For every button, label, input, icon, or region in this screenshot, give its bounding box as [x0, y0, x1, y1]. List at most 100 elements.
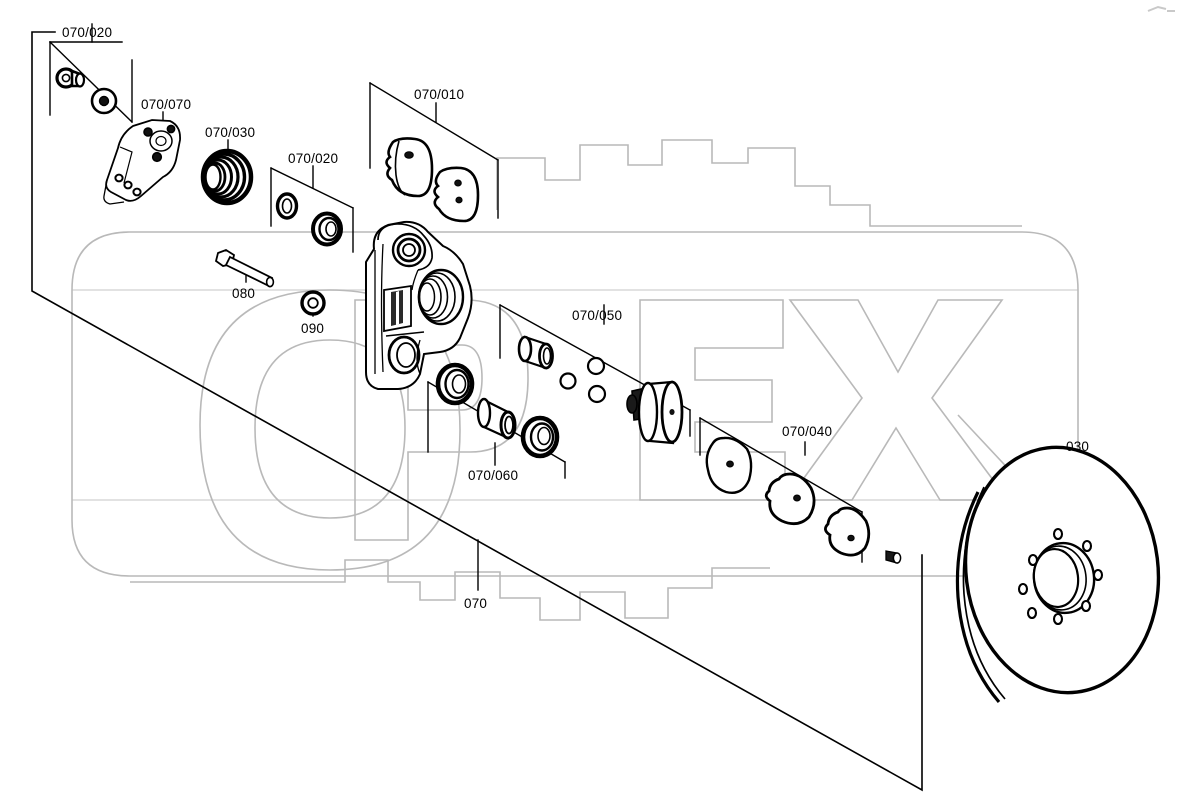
caliper-top-bore-inner — [402, 243, 416, 257]
seal-ring-small-inner — [281, 198, 293, 214]
piston-050-stem-cap — [626, 394, 638, 414]
seal-060-b-inner — [537, 426, 551, 446]
disc-hub-bore — [1032, 547, 1080, 609]
lever-arm-hole-3 — [132, 187, 142, 197]
disc-bolt-hole-5 — [1052, 612, 1064, 626]
oring-inner — [307, 297, 319, 309]
bracket-070-040-diag — [699, 417, 863, 513]
ring-050-a — [586, 356, 606, 376]
part-070-050 — [517, 335, 684, 445]
disc-bolt-hole-7 — [1017, 582, 1029, 596]
part-070-060 — [435, 362, 560, 459]
label-070-030: 070/030 — [205, 125, 256, 140]
corner-mark — [1147, 5, 1175, 12]
lever-bolt-3 — [151, 151, 163, 163]
part-caliper-body — [365, 220, 473, 390]
bolt-tip — [265, 276, 275, 288]
label-090: 090 — [301, 321, 325, 336]
part-070-070-lever — [103, 119, 181, 205]
piston-050-left-face — [637, 381, 659, 443]
disc-bolt-hole-8 — [1027, 553, 1039, 567]
part-080-bolt — [214, 249, 275, 288]
label-070-040: 070/040 — [782, 424, 833, 439]
watermark-frame — [71, 231, 1079, 577]
part-070-040-plates — [705, 436, 902, 564]
ring-050-b — [559, 372, 577, 390]
bracket-070-010-diag — [369, 82, 499, 161]
bracket-070-020-mid-diag — [270, 167, 354, 209]
bracket-070-020-top-diag — [49, 41, 133, 123]
label-070-020-top: 070/020 — [62, 25, 113, 40]
collar-side-end — [74, 72, 86, 88]
caliper-slot-highlight — [396, 291, 399, 325]
watermark-letter-O — [199, 289, 461, 571]
caliper-main-bore-t4 — [418, 282, 436, 312]
sleeve-050-left — [517, 335, 533, 363]
bracket-070 — [31, 31, 923, 792]
pad-b-hole-2 — [455, 196, 463, 204]
sleeve-050-right-bore — [542, 347, 552, 365]
lever-bolt-1 — [143, 127, 153, 137]
plate-040-1-hole — [726, 460, 734, 468]
plate-040-3 — [824, 506, 871, 557]
part-070-030-bellows — [200, 148, 254, 206]
collar-inner — [61, 73, 71, 83]
label-070: 070 — [464, 596, 488, 611]
disc-bolt-hole-4 — [1080, 599, 1092, 613]
part-090-oring — [300, 290, 326, 316]
caliper-rib-left-2 — [380, 243, 384, 373]
lever-bolt-2 — [166, 124, 176, 134]
caliper-bottom-bore-inner — [396, 342, 416, 368]
plate-040-3-hole — [847, 534, 855, 542]
pad-b-outline — [433, 166, 480, 223]
lever-arm — [103, 179, 125, 205]
watermark-letter-P — [354, 299, 529, 541]
disc-bolt-hole-6 — [1026, 606, 1038, 620]
ring-050-c — [587, 384, 607, 404]
label-080: 080 — [232, 286, 256, 301]
caliper-seam-low — [385, 331, 425, 337]
disc-bolt-hole-3 — [1092, 568, 1104, 582]
caliper-seam-mid — [411, 269, 419, 291]
caliper-seam-low2 — [416, 339, 421, 375]
watermark-group — [71, 139, 1079, 621]
pad-b-hole-1 — [454, 179, 462, 187]
label-070-050: 070/050 — [572, 308, 623, 323]
label-070-060: 070/060 — [468, 468, 519, 483]
disc-rim-thickness-2 — [962, 486, 1006, 700]
label-070-070: 070/070 — [141, 97, 192, 112]
label-070-010: 070/010 — [414, 87, 465, 102]
plate-040-2 — [764, 472, 816, 526]
caliper-top-arch — [377, 223, 433, 271]
part-070-010-pads — [385, 137, 480, 223]
washer-inner — [98, 95, 110, 107]
part-070-020-mid — [275, 192, 343, 247]
pad-a-outline — [385, 137, 434, 198]
seal-060-a-inner — [451, 374, 467, 394]
bushing-060-right-bore — [504, 415, 514, 435]
pad-a-inner-edge — [394, 140, 406, 196]
corner-mark-stroke — [1147, 5, 1167, 12]
pad-a-hole — [404, 151, 414, 159]
seal-ring-large-inner — [325, 221, 337, 237]
part-030-brake-disc — [955, 445, 1161, 704]
screw-040-head — [892, 552, 902, 564]
bolt-shank — [224, 255, 274, 288]
watermark-gear-outline-lower — [130, 559, 770, 621]
lever-arm-hole-2 — [123, 180, 133, 190]
plate-040-2-hole — [793, 494, 801, 502]
bellows-mouth — [204, 163, 222, 191]
label-070-020-mid: 070/020 — [288, 151, 339, 166]
piston-050-center-hole — [669, 409, 675, 415]
disc-bolt-hole-1 — [1052, 527, 1064, 541]
watermark-gear-outline — [496, 139, 1022, 227]
part-070-020-top — [55, 67, 118, 115]
disc-bolt-hole-2 — [1081, 539, 1093, 553]
bushing-060-left-end — [476, 397, 492, 429]
lever-hole-main-inner — [155, 135, 167, 147]
label-030: 030 — [1066, 439, 1090, 454]
watermark-letter-X — [786, 299, 1010, 501]
disc-rim-thickness — [955, 491, 1001, 704]
